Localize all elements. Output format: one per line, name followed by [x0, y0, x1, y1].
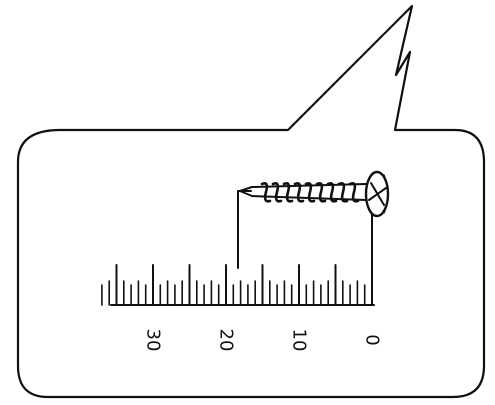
screw-thread: [304, 182, 316, 203]
ruler-tick-label: 20: [216, 329, 237, 352]
ruler: 0 10 20 30: [101, 264, 383, 352]
screw-thread: [348, 182, 360, 203]
screw-thread: [293, 182, 305, 203]
speech-bubble: [16, 4, 486, 399]
screw-head-rim: [383, 174, 389, 214]
screw: [239, 170, 390, 218]
ruler-tick-label: 0: [362, 334, 383, 345]
ruler-ticks: [101, 264, 373, 306]
ruler-tick-label: 10: [289, 329, 310, 352]
ruler-labels: 0 10 20 30: [143, 329, 383, 352]
screw-threads: [260, 182, 360, 203]
phillips-slot-icon: [368, 182, 387, 206]
screw-thread: [326, 182, 338, 203]
screw-thread: [315, 182, 327, 203]
screw-thread: [337, 182, 349, 203]
measurement-markers: [237, 190, 373, 269]
screw-thread: [282, 182, 294, 203]
ruler-tick-label: 30: [143, 329, 164, 352]
tip-marker-line: [237, 190, 252, 269]
screw-thread: [260, 182, 272, 203]
screw-thread: [271, 182, 283, 203]
screw-shank: [239, 183, 367, 201]
